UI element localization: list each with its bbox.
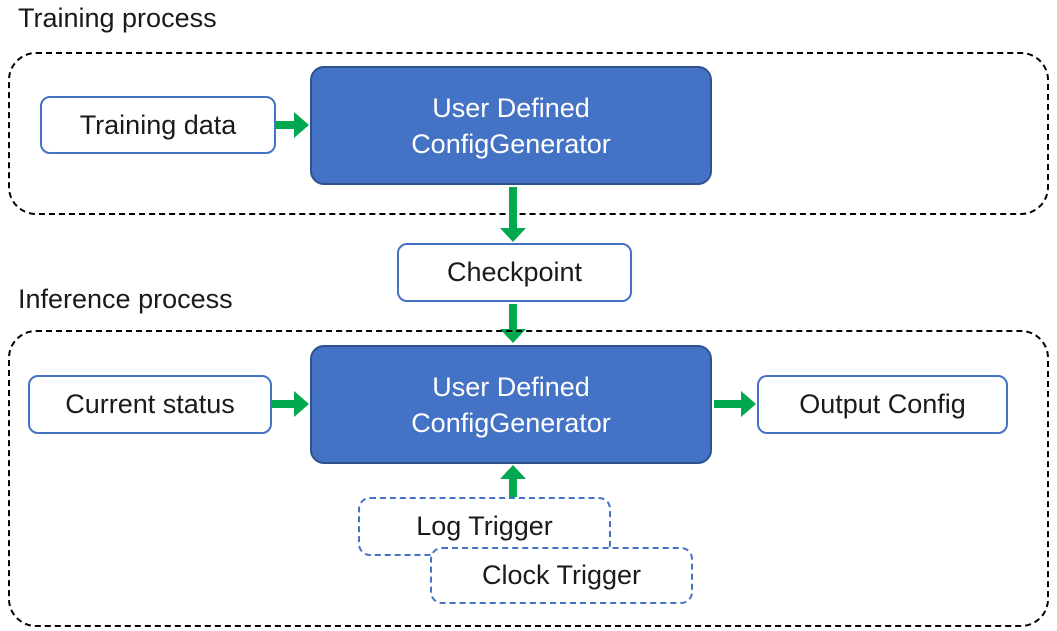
arrow-right-icon bbox=[272, 391, 309, 417]
arrow-head bbox=[294, 112, 309, 138]
checkpoint-label: Checkpoint bbox=[446, 257, 583, 287]
current-status-label: Current status bbox=[65, 389, 235, 419]
training-data-label: Training data bbox=[79, 109, 237, 140]
arrow-head bbox=[500, 329, 526, 343]
inference-generator-line1: User Defined bbox=[432, 371, 590, 402]
arrow-shaft bbox=[276, 121, 294, 129]
clock-trigger-label: Clock Trigger bbox=[481, 560, 642, 590]
training-generator-box: User Defined ConfigGenerator bbox=[310, 66, 712, 185]
arrow-down-icon bbox=[500, 187, 526, 242]
arrow-shaft bbox=[272, 400, 294, 408]
output-config-box: Output Config bbox=[757, 375, 1008, 434]
arrow-right-icon bbox=[276, 112, 309, 138]
arrow-shaft bbox=[509, 479, 517, 497]
log-trigger-label: Log Trigger bbox=[416, 511, 553, 541]
inference-generator-line2: ConfigGenerator bbox=[411, 407, 611, 438]
arrow-head bbox=[500, 465, 526, 479]
checkpoint-box: Checkpoint bbox=[397, 243, 632, 302]
arrow-head bbox=[741, 391, 756, 417]
training-section-label: Training process bbox=[18, 3, 217, 33]
clock-trigger-box: Clock Trigger bbox=[430, 547, 693, 604]
inference-generator-box: User Defined ConfigGenerator bbox=[310, 345, 712, 464]
arrow-shaft bbox=[509, 304, 517, 329]
arrow-down-icon bbox=[500, 304, 526, 343]
training-generator-line2: ConfigGenerator bbox=[411, 128, 611, 159]
training-data-box: Training data bbox=[40, 96, 276, 154]
training-generator-line1: User Defined bbox=[432, 92, 590, 123]
arrow-right-icon bbox=[714, 391, 756, 417]
arrow-head bbox=[500, 228, 526, 242]
arrow-shaft bbox=[509, 187, 517, 228]
arrow-shaft bbox=[714, 400, 741, 408]
current-status-box: Current status bbox=[28, 375, 272, 434]
inference-region bbox=[8, 330, 1049, 627]
arrow-head bbox=[294, 391, 309, 417]
arrow-up-icon bbox=[500, 465, 526, 497]
training-region bbox=[8, 52, 1049, 215]
inference-section-label: Inference process bbox=[18, 284, 233, 314]
output-config-label: Output Config bbox=[799, 389, 966, 419]
